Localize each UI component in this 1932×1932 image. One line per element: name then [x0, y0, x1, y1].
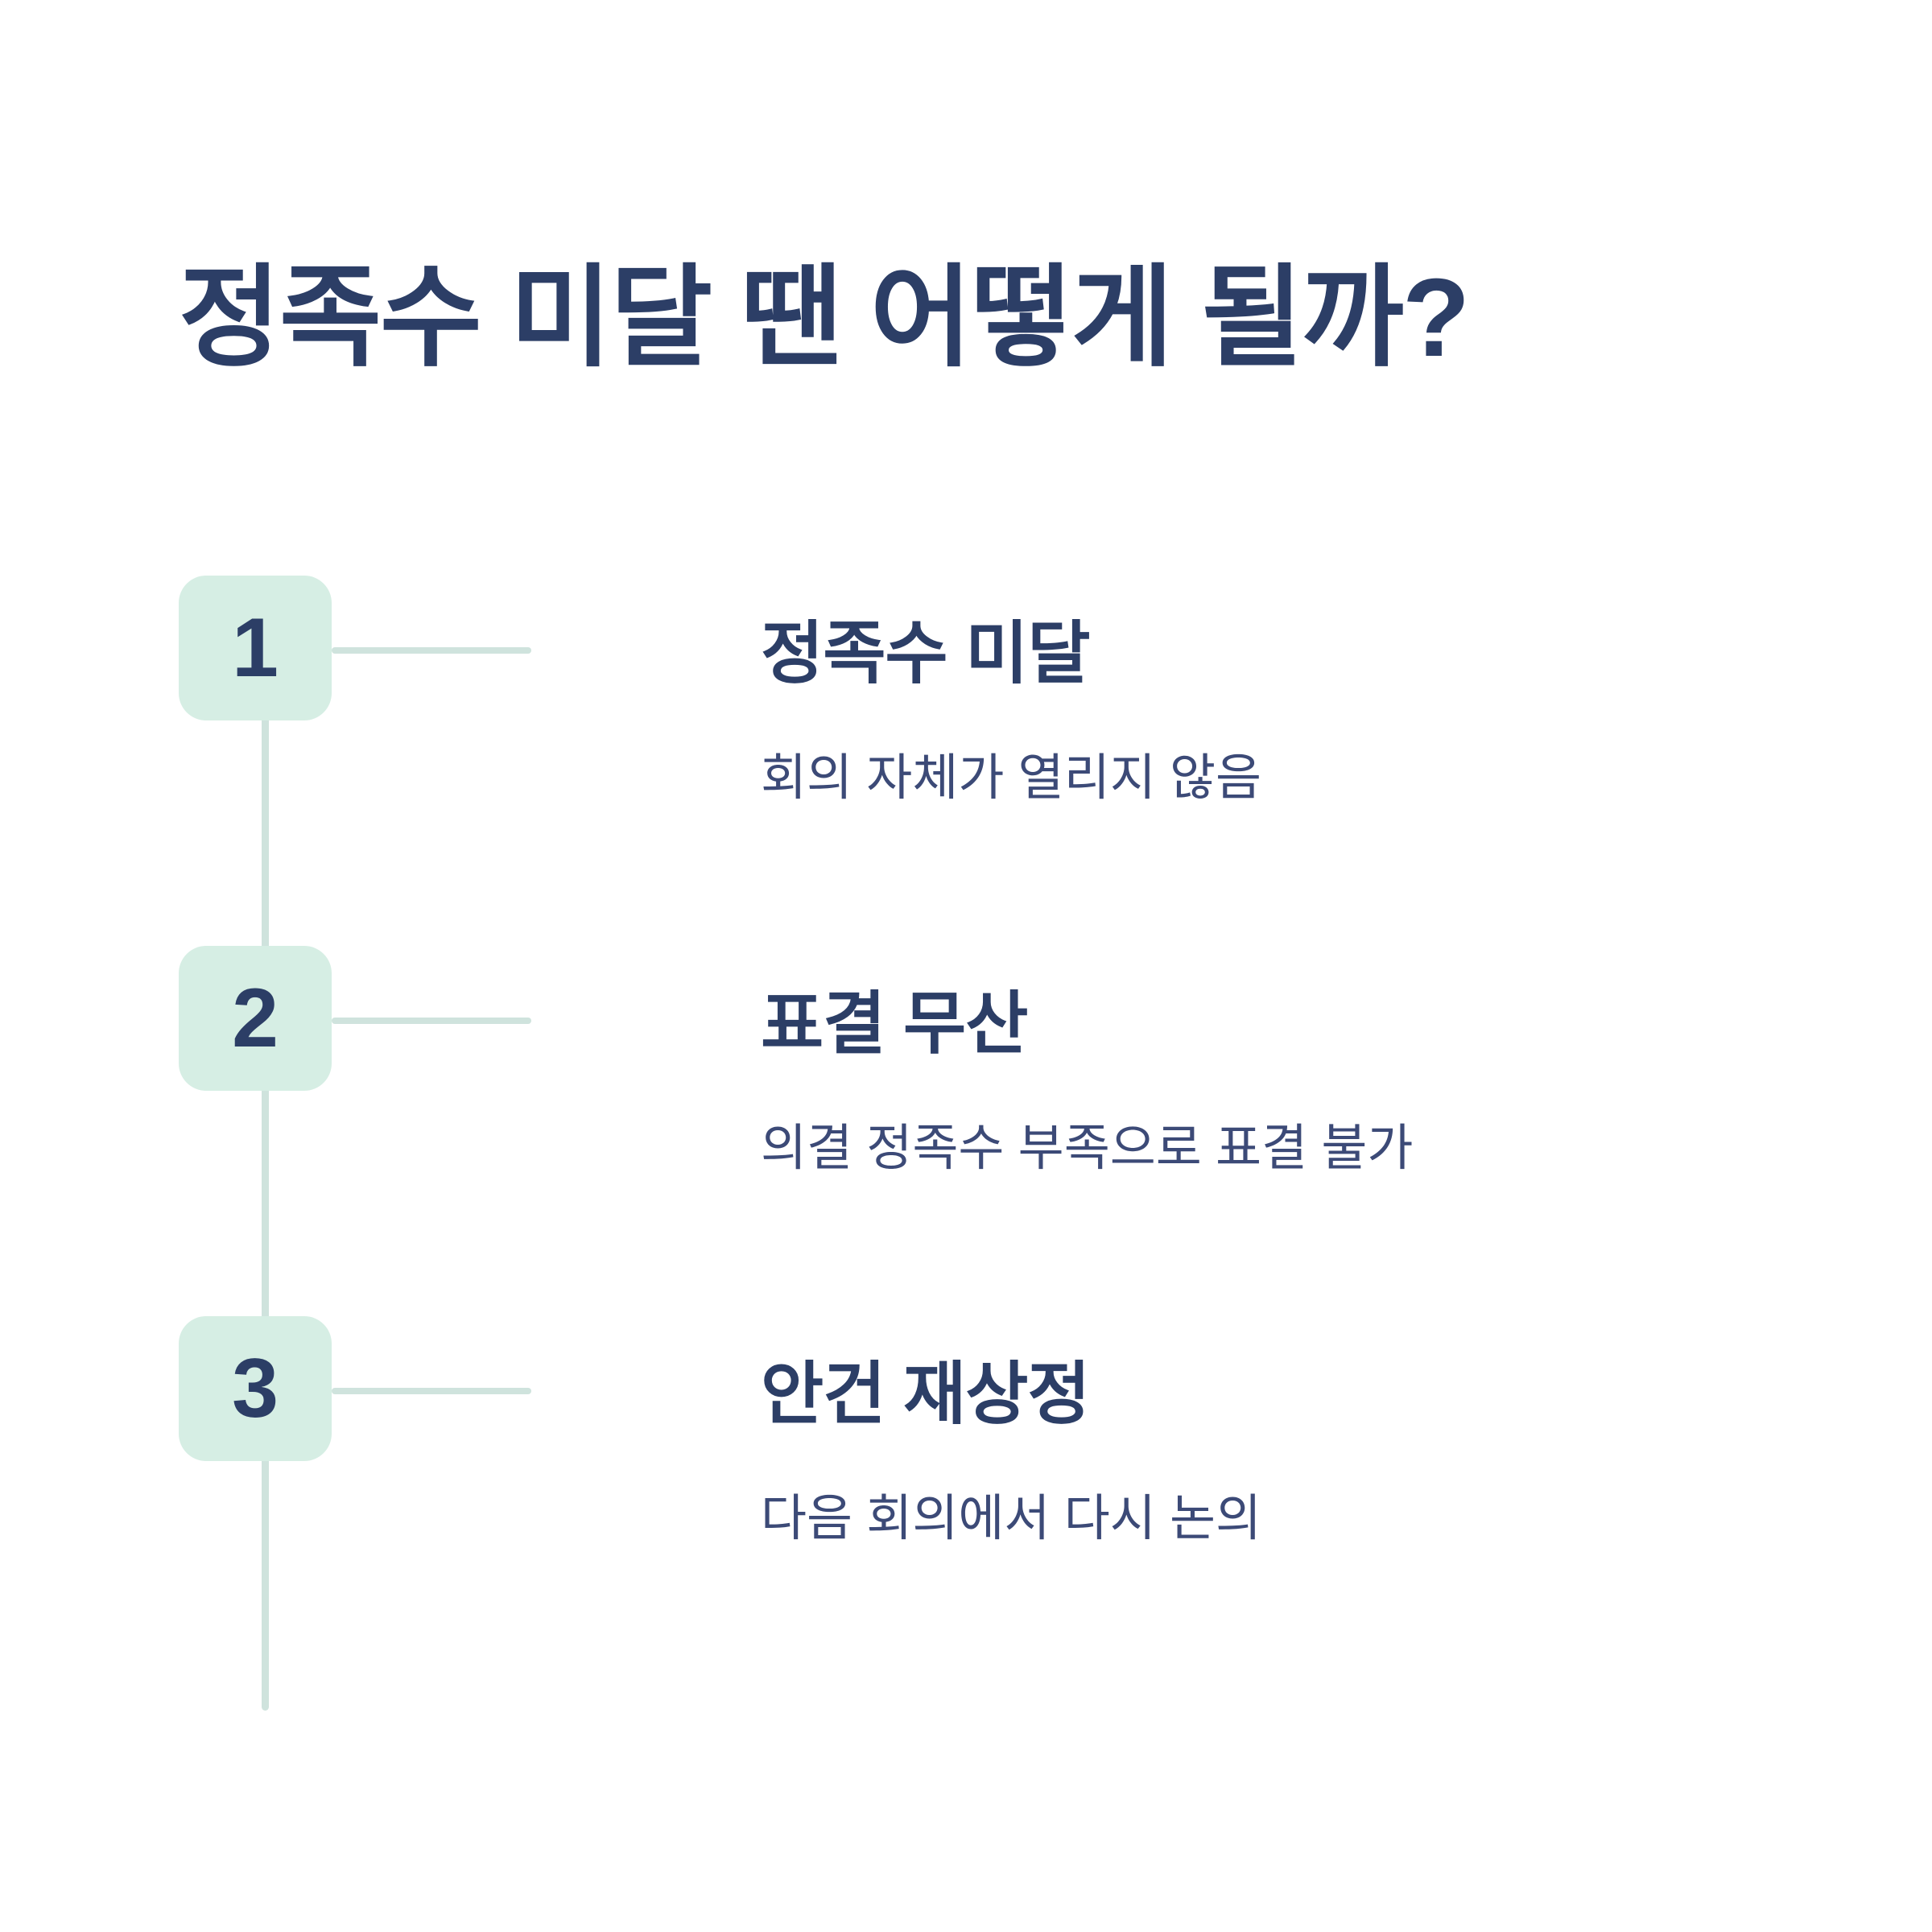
step-connector-1 — [332, 647, 531, 654]
timeline: 1 정족수 미달 회의 자체가 열리지 않음 2 표결 무산 의결 정족수 부족… — [179, 576, 1757, 1711]
step-description-3: 다음 회의에서 다시 논의 — [761, 1491, 1262, 1546]
timeline-spine — [262, 624, 269, 1711]
page-title: 정족수 미달 땐 어떻게 될까? — [179, 256, 1470, 380]
step-connector-2 — [332, 1018, 531, 1024]
step-connector-3 — [332, 1388, 531, 1394]
timeline-step-3: 3 안건 재상정 다음 회의에서 다시 논의 — [179, 1316, 1757, 1686]
step-description-2: 의결 정족수 부족으로 표결 불가 — [761, 1121, 1414, 1176]
step-title-1: 정족수 미달 — [761, 616, 1091, 692]
step-number-badge-3: 3 — [179, 1316, 332, 1461]
step-number-badge-2: 2 — [179, 946, 332, 1091]
step-title-3: 안건 재상정 — [761, 1356, 1091, 1433]
timeline-step-2: 2 표결 무산 의결 정족수 부족으로 표결 불가 — [179, 946, 1757, 1316]
step-title-2: 표결 무산 — [761, 986, 1028, 1063]
step-number-badge-1: 1 — [179, 576, 332, 720]
step-description-1: 회의 자체가 열리지 않음 — [761, 750, 1262, 806]
timeline-step-1: 1 정족수 미달 회의 자체가 열리지 않음 — [179, 576, 1757, 946]
